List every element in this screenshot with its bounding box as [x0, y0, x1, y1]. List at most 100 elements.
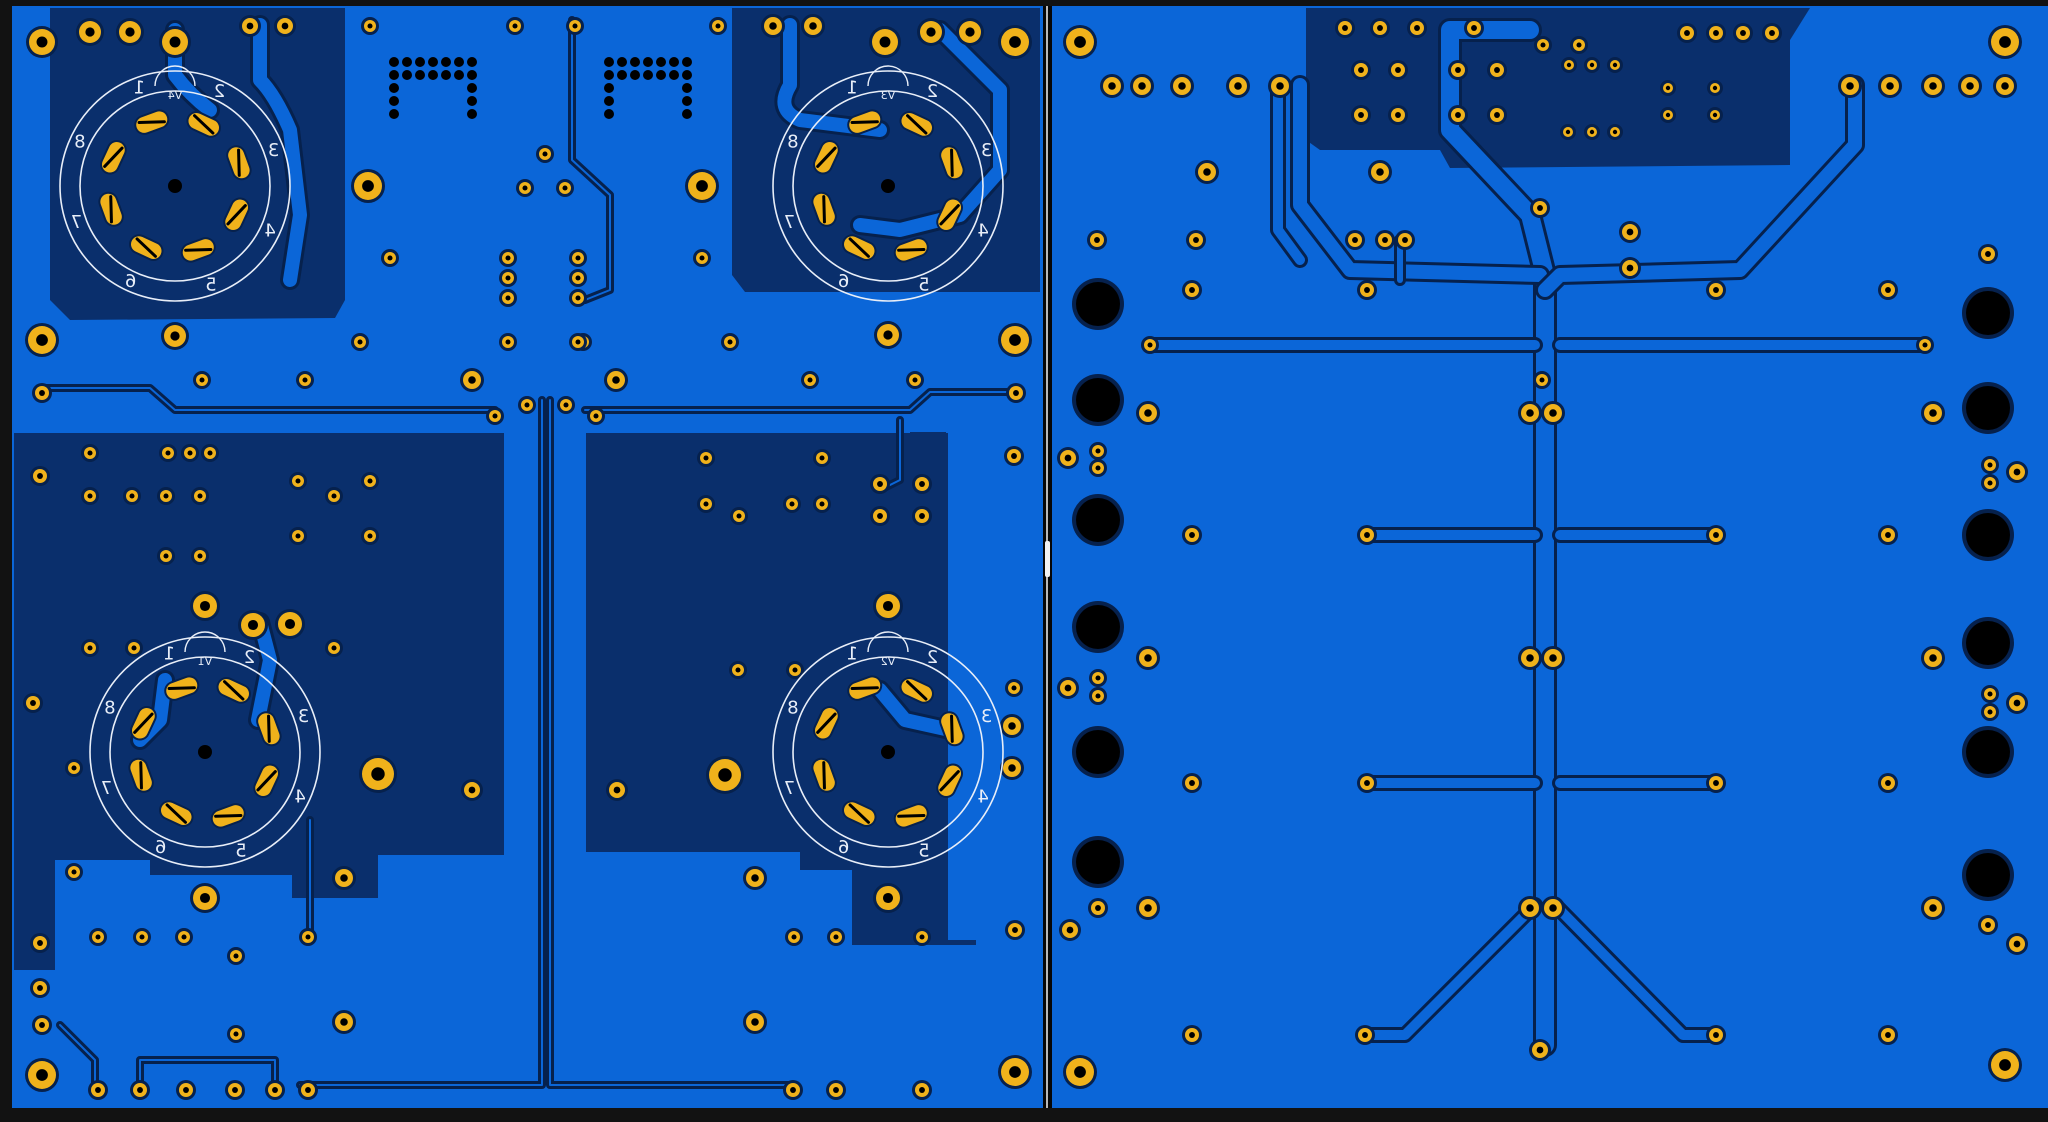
socket-ref-label: V1 [198, 655, 213, 668]
via-pad [557, 396, 575, 414]
via-pad [361, 472, 379, 490]
drag-handle-icon[interactable] [1045, 541, 1050, 577]
drill-hole [1072, 494, 1124, 546]
via-pad [761, 14, 785, 38]
via-pad [76, 18, 104, 46]
via-pad [30, 466, 50, 486]
via-pad [870, 506, 890, 526]
socket-pin-pad [811, 191, 837, 227]
via-pad [1136, 401, 1160, 425]
via-pad [1660, 107, 1676, 123]
socket-pin-pad [893, 237, 929, 263]
pin-number-label: 3 [981, 706, 992, 727]
pin-number-label: 1 [846, 77, 857, 98]
via-pad [697, 495, 715, 513]
trace [1270, 77, 1308, 268]
via-pad [912, 474, 932, 494]
traces [1142, 18, 1933, 1057]
via-pad [499, 333, 517, 351]
via-pad [2006, 933, 2028, 955]
via-pad [1660, 80, 1676, 96]
via-pad [190, 591, 220, 621]
via-pad [30, 933, 50, 953]
socket-pin-pad [256, 711, 282, 747]
via-pad [1351, 105, 1371, 125]
via-pad [1000, 756, 1024, 780]
via-pad [1607, 57, 1623, 73]
via-pad [1395, 230, 1415, 250]
via-pad [506, 17, 524, 35]
via-pad [289, 472, 307, 490]
via-pad [1136, 896, 1160, 920]
pin-number-label: 6 [838, 271, 849, 292]
via-pad [1878, 280, 1898, 300]
via-pad [604, 368, 628, 392]
socket-pin-pad [812, 706, 840, 741]
via-pad [1619, 221, 1641, 243]
drill-hole [1962, 617, 2014, 669]
via-pad [518, 396, 536, 414]
via-pad [1136, 646, 1160, 670]
via-pad [1619, 257, 1641, 279]
via-pad [1407, 18, 1427, 38]
via-pad [1981, 456, 1999, 474]
via-pad [1518, 896, 1542, 920]
pin-number-label: 6 [155, 837, 166, 858]
pin-number-label: 1 [163, 643, 174, 664]
via-pad [1916, 336, 1934, 354]
via-pad [1000, 714, 1024, 738]
via-pad [1100, 74, 1124, 98]
pin-number-label: 3 [268, 140, 279, 161]
via-pad [1706, 1025, 1726, 1045]
via-pad [227, 1025, 245, 1043]
mounting-pad [998, 323, 1032, 357]
via-pad [1533, 371, 1551, 389]
pin-number-label: 4 [977, 786, 988, 807]
drill-hole [1072, 836, 1124, 888]
via-pad [191, 547, 209, 565]
right-board-view[interactable] [1052, 6, 2048, 1108]
via-pad [1487, 105, 1507, 125]
via-pad [325, 639, 343, 657]
socket-ref-label: V4 [168, 89, 183, 102]
via-pad [1707, 107, 1723, 123]
via-pad [175, 928, 193, 946]
via-pad [1706, 23, 1726, 43]
via-pad [1057, 677, 1079, 699]
pin-number-label: 3 [298, 706, 309, 727]
pane-divider[interactable] [1043, 6, 1052, 1108]
via-pad [1059, 919, 1081, 941]
via-pad [1088, 898, 1108, 918]
via-pad [516, 179, 534, 197]
socket-pin-pad [893, 803, 929, 829]
via-pad [289, 527, 307, 545]
socket-pin-pad [847, 675, 883, 701]
via-pad [1978, 915, 1998, 935]
pin-number-label: 4 [294, 786, 305, 807]
via-pad [1182, 280, 1202, 300]
via-pad [1529, 1039, 1551, 1061]
via-pad [274, 15, 296, 37]
via-pad [1089, 669, 1107, 687]
mounting-pad [25, 323, 59, 357]
socket-pin-pad [226, 145, 252, 181]
via-pad [1226, 74, 1250, 98]
via-pad [191, 487, 209, 505]
header-pins [389, 57, 477, 119]
socket-pin-pad [180, 237, 216, 263]
via-pad [238, 610, 268, 640]
via-pad [30, 978, 50, 998]
via-pad [827, 928, 845, 946]
socket-pin-pad [186, 110, 221, 138]
via-pad [1182, 1025, 1202, 1045]
via-pad [801, 371, 819, 389]
socket-pin-pad [811, 757, 837, 793]
pads [1057, 18, 2028, 1089]
via-pad [721, 333, 739, 351]
socket-pin-pad [129, 706, 157, 741]
via-pad [460, 368, 484, 392]
pin-number-label: 8 [74, 132, 85, 153]
via-pad [32, 1015, 52, 1035]
